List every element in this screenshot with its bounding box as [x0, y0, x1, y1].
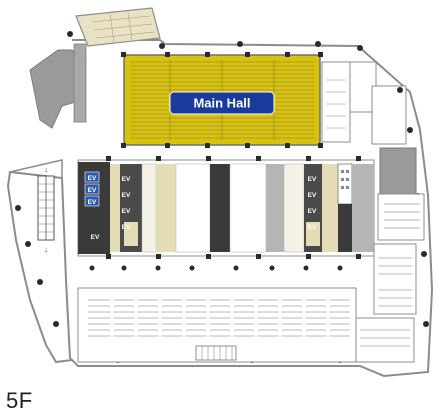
ev-label: EV [88, 175, 97, 182]
svg-text:↓: ↓ [44, 165, 48, 174]
main-hall-label: Main Hall [193, 96, 250, 111]
floor-level-label: 5F [6, 388, 33, 413]
ev-label: EV [122, 192, 131, 199]
meeting-rooms-east[interactable] [355, 193, 425, 363]
ev-label: EV [122, 224, 131, 231]
east-service-rooms [321, 61, 407, 145]
ev-label: EV [88, 199, 97, 206]
ev-label: EV [122, 208, 131, 215]
main-hall-label-bg [169, 91, 275, 115]
ev-label: EV [308, 176, 317, 183]
elevator-bank-west: EV EV EV [84, 171, 100, 207]
elevator-bank-west-service: EV EV EV EV EV [91, 176, 131, 241]
ev-label: EV [308, 192, 317, 199]
ev-label: EV [308, 224, 317, 231]
elevator-bank-east-service: EV EV EV EV [308, 176, 317, 231]
ev-label: EV [91, 234, 100, 241]
ev-label: EV [88, 187, 97, 194]
escalator-west: ↓ ↓ [37, 165, 55, 254]
svg-text:↓: ↓ [44, 245, 48, 254]
ev-label: EV [308, 208, 317, 215]
ev-label: EV [122, 176, 131, 183]
north-annex [75, 7, 161, 47]
